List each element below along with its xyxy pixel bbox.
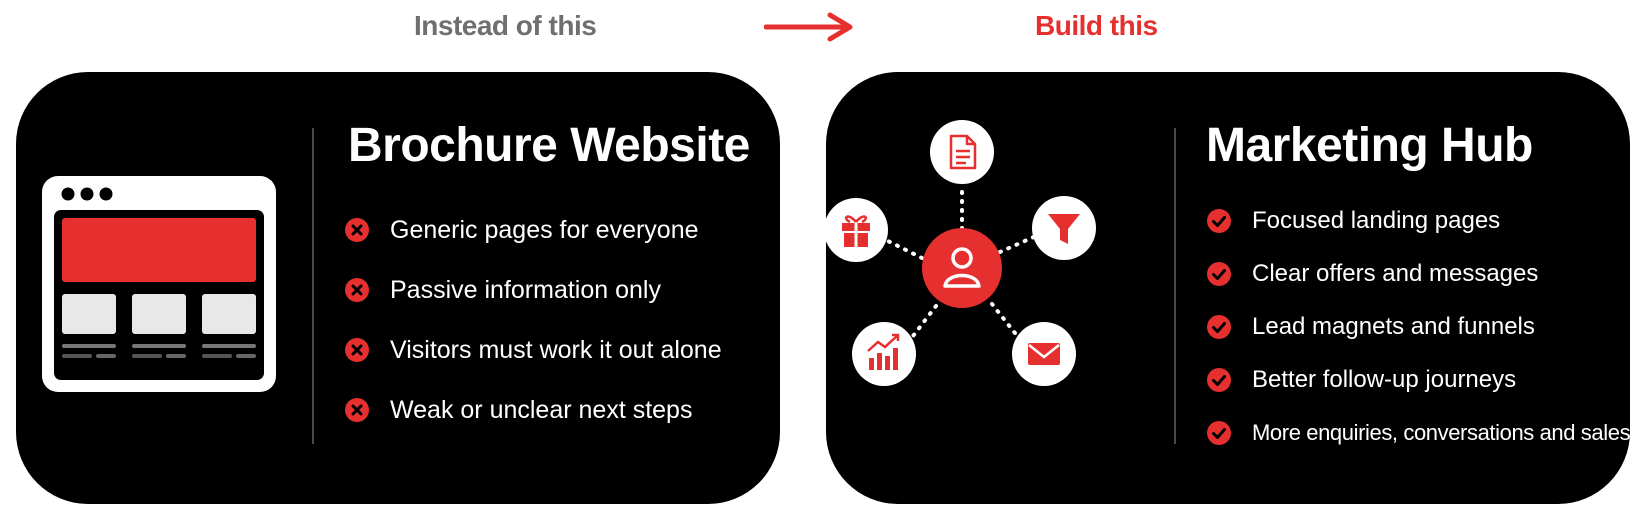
list-item-label: More enquiries, conversations and sales [1252,419,1631,445]
list-item: Lead magnets and funnels [1206,300,1630,353]
gift-icon [826,198,888,262]
x-circle-icon [345,218,369,242]
check-circle-icon [1207,261,1231,286]
brochure-issue-list: Generic pages for everyone Passive infor… [344,200,722,440]
card-divider [312,128,314,444]
check-circle-icon [1207,208,1231,233]
envelope-icon [1012,322,1076,386]
list-item: More enquiries, conversations and sales [1206,406,1631,459]
marketing-hub-card: Marketing Hub Focused landing pages Clea… [826,72,1631,504]
x-circle-icon [345,398,369,422]
list-item: Generic pages for everyone [344,200,722,260]
before-label: Instead of this [414,10,597,41]
x-circle-icon [345,278,369,302]
x-circle-icon [345,338,369,362]
list-item: Passive information only [344,260,722,320]
list-item: Visitors must work it out alone [344,320,722,380]
list-item-label: Clear offers and messages [1252,259,1539,287]
list-item-label: Weak or unclear next steps [390,395,693,424]
check-circle-icon [1207,420,1231,445]
list-item: Focused landing pages [1206,194,1630,247]
list-item: Clear offers and messages [1206,247,1630,300]
hub-connectors [884,190,1038,344]
list-item: Weak or unclear next steps [344,380,722,440]
list-item-label: Lead magnets and funnels [1252,312,1535,340]
after-label: Build this [1035,10,1158,41]
brochure-website-title: Brochure Website [348,119,750,172]
list-item: Better follow-up journeys [1206,353,1630,406]
brochure-website-card: Brochure Website Generic pages for every… [16,72,780,504]
user-icon [922,228,1002,308]
browser-window-icon [42,176,276,392]
marketing-hub-benefit-list: Focused landing pages Clear offers and m… [1206,194,1631,459]
card-divider [1174,128,1176,444]
check-circle-icon [1207,367,1231,392]
list-item-label: Passive information only [390,275,661,304]
hub-diagram [826,120,1096,386]
document-icon [930,120,994,184]
list-item-label: Better follow-up journeys [1252,365,1517,393]
bar-chart-icon [852,322,916,386]
marketing-hub-title: Marketing Hub [1206,119,1533,172]
check-circle-icon [1207,314,1231,339]
funnel-icon [1032,196,1096,260]
list-item-label: Generic pages for everyone [390,215,699,244]
list-item-label: Visitors must work it out alone [390,335,722,364]
list-item-label: Focused landing pages [1252,206,1501,234]
arrow-right-icon [764,12,853,42]
